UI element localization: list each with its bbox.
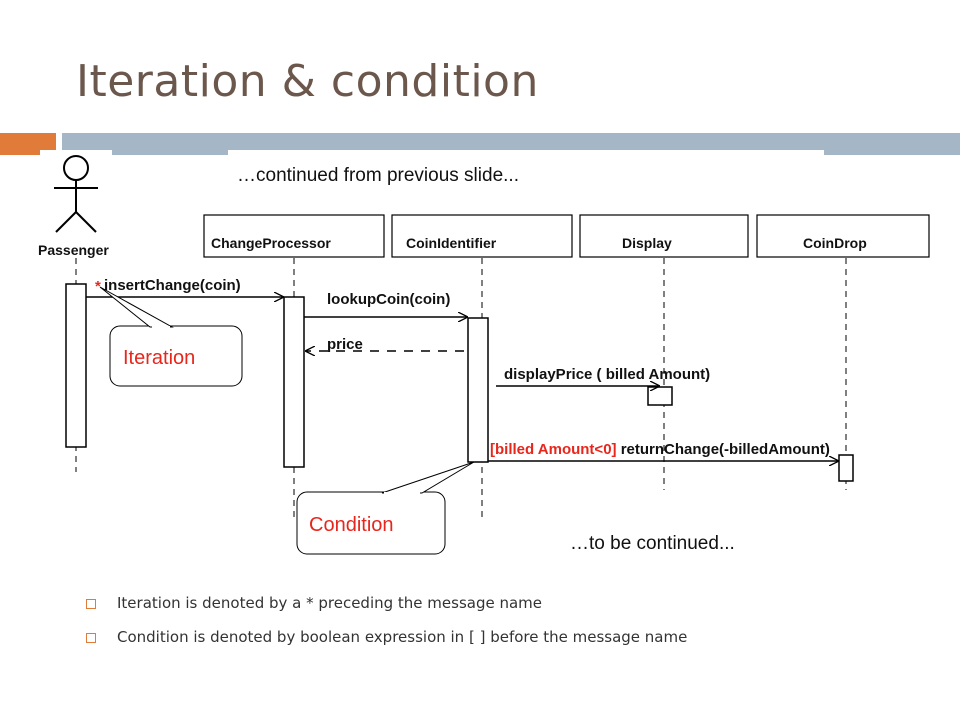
message-label-return: returnChange(-billedAmount) <box>617 441 830 458</box>
callout-iteration: Iteration <box>99 286 243 387</box>
bullet-text: Iteration is denoted by a * preceding th… <box>117 594 543 612</box>
object-box-coindrop <box>756 214 930 258</box>
iteration-star: * <box>95 278 101 295</box>
caption-backdrop <box>228 150 824 158</box>
object-label-display: Display <box>622 235 672 251</box>
object-label-coinidentifier: CoinIdentifier <box>406 235 497 251</box>
accent-bar <box>0 133 56 155</box>
square-bullet-icon <box>86 633 96 643</box>
activation-display <box>647 386 673 406</box>
object-box-display <box>579 214 749 258</box>
callout-condition: Condition <box>296 461 475 555</box>
message-label-price: price <box>327 336 363 353</box>
header-band <box>62 133 960 155</box>
slide-title: Iteration & condition <box>76 56 539 107</box>
square-bullet-icon <box>86 599 96 609</box>
activation-coinidentifier <box>467 317 489 463</box>
message-label-lookup: lookupCoin(coin) <box>327 291 450 308</box>
bullet-text: Condition is denoted by boolean expressi… <box>117 628 688 646</box>
activation-passenger <box>65 283 87 448</box>
object-box-coinidentifier <box>391 214 573 258</box>
guard-condition: [billed Amount<0] <box>490 441 617 458</box>
callout-condition-label: Condition <box>309 514 394 536</box>
continued-from-caption: …continued from previous slide... <box>237 165 519 186</box>
to-be-continued-caption: …to be continued... <box>570 533 735 554</box>
actor-label: Passenger <box>38 242 109 258</box>
object-label-changeprocessor: ChangeProcessor <box>211 235 331 251</box>
message-label-display: displayPrice ( billed Amount) <box>504 366 710 383</box>
activation-changeprocessor <box>283 296 305 468</box>
passenger-actor <box>40 150 112 233</box>
callout-iteration-label: Iteration <box>123 347 195 369</box>
message-label-insert: insertChange(coin) <box>104 277 241 294</box>
message-label-return-line: [billed Amount<0] returnChange(-billedAm… <box>490 441 830 458</box>
activation-coindrop <box>838 454 854 482</box>
object-box-changeprocessor <box>203 214 385 258</box>
object-label-coindrop: CoinDrop <box>803 235 867 251</box>
